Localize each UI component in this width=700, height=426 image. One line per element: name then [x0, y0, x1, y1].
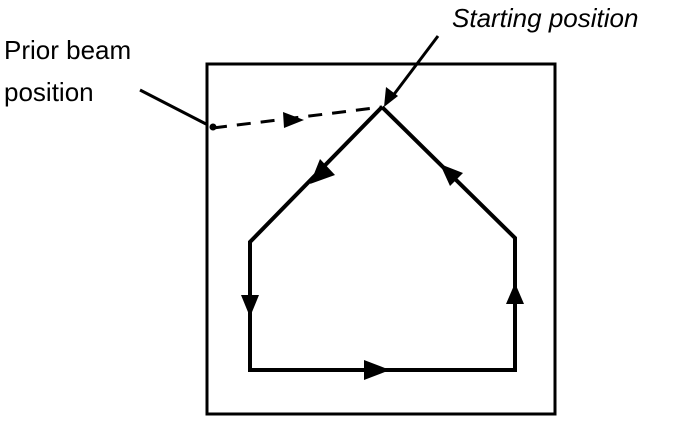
- beam-path-outline: [248, 105, 517, 372]
- arrow-up-right-diagonal: [440, 164, 463, 186]
- screen-frame: [205, 62, 557, 416]
- starting-position-label: Starting position: [452, 3, 639, 33]
- starting-position-leader: [390, 35, 440, 98]
- arrow-up-right-side: [506, 283, 524, 304]
- retrace-arrowhead: [283, 112, 304, 128]
- prior-beam-label-line1: Prior beam: [4, 35, 132, 65]
- arrow-down-left-diagonal: [310, 159, 335, 184]
- prior-beam-leader: [139, 88, 207, 126]
- prior-beam-dot: [209, 123, 217, 131]
- prior-beam-label-line2: position: [4, 77, 94, 107]
- retrace-dashed-line: [212, 105, 383, 130]
- starting-position-leader-arrowhead: [384, 87, 398, 107]
- arrow-right-bottom: [364, 360, 390, 380]
- arrow-down-left-side: [241, 295, 259, 317]
